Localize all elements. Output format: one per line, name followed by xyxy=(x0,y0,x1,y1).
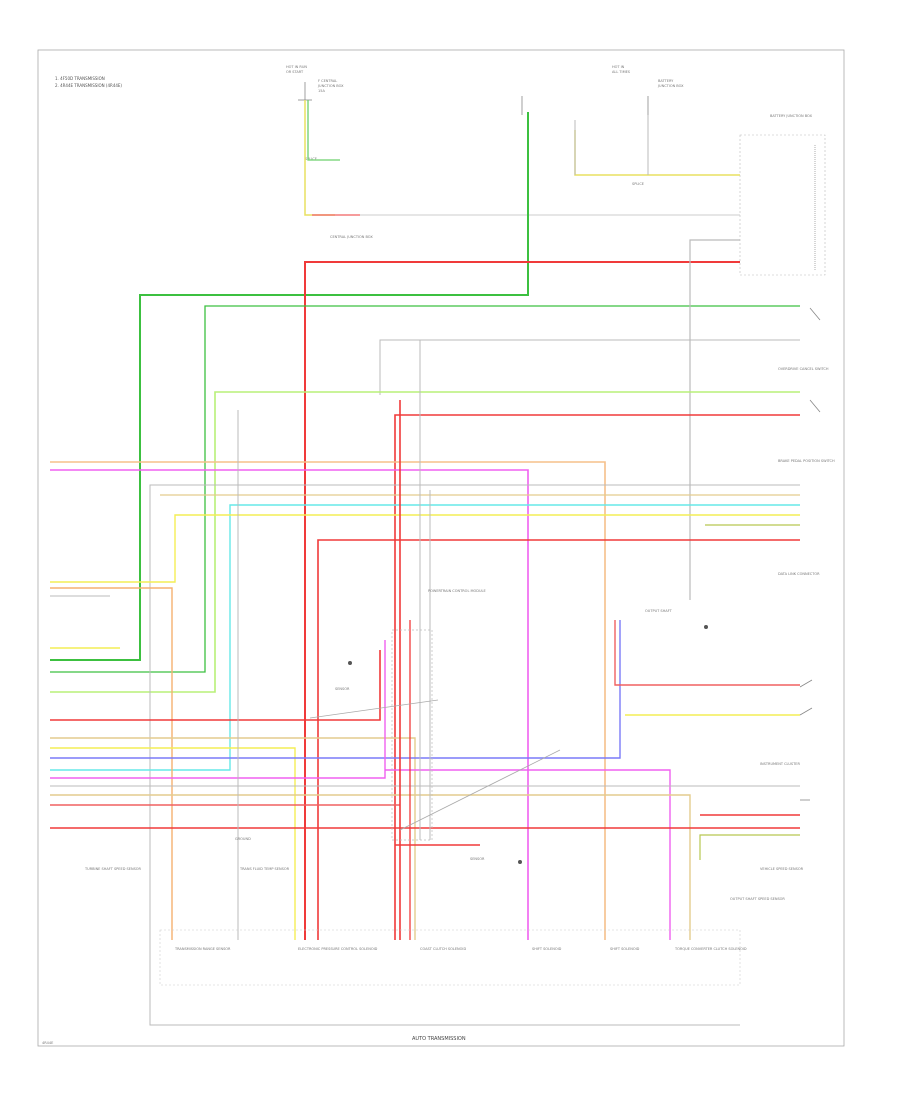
svg-text:VEHICLE SPEED SENSOR: VEHICLE SPEED SENSOR xyxy=(760,867,804,871)
diagram-frame xyxy=(37,49,845,1047)
wire-gray-pcm xyxy=(379,339,800,395)
pcm-label: POWERTRAIN CONTROL MODULE xyxy=(428,589,486,593)
svg-text:JUNCTION BOX: JUNCTION BOX xyxy=(317,84,344,88)
wire-red-2 xyxy=(394,414,800,940)
svg-text:ALL TIMES: ALL TIMES xyxy=(612,70,631,74)
wire-yellow-top-right xyxy=(574,130,740,176)
svg-text:TORQUE CONVERTER CLUTCH SOLENO: TORQUE CONVERTER CLUTCH SOLENOID xyxy=(674,947,747,951)
wire-lightgreen xyxy=(50,391,800,693)
wire-blue-left xyxy=(50,620,621,759)
svg-text:HOT IN RUN: HOT IN RUN xyxy=(286,65,307,69)
wire-red-3 xyxy=(317,539,800,940)
fuse-block-all-times: HOT IN ALL TIMES BATTERY JUNCTION BOX xyxy=(521,65,684,115)
svg-text:OUTPUT SHAFT SPEED SENSOR: OUTPUT SHAFT SPEED SENSOR xyxy=(730,897,785,901)
svg-text:JUNCTION BOX: JUNCTION BOX xyxy=(657,84,684,88)
svg-text:DATA LINK CONNECTOR: DATA LINK CONNECTOR xyxy=(778,572,820,576)
svg-text:COAST CLUTCH SOLENOID: COAST CLUTCH SOLENOID xyxy=(420,947,466,951)
svg-text:15A: 15A xyxy=(318,89,325,93)
svg-text:OVERDRIVE CANCEL SWITCH: OVERDRIVE CANCEL SWITCH xyxy=(778,367,829,371)
svg-text:BRAKE PEDAL POSITION SWITCH: BRAKE PEDAL POSITION SWITCH xyxy=(778,459,835,463)
wire-green-main xyxy=(50,112,529,661)
svg-text:SENSOR: SENSOR xyxy=(470,857,485,861)
footer-page-ref: 4R44E xyxy=(42,1041,53,1045)
wire-cyan-1 xyxy=(50,504,800,771)
svg-text:GROUND: GROUND xyxy=(235,837,251,841)
right-connectors: OVERDRIVE CANCEL SWITCH BRAKE PEDAL POSI… xyxy=(760,307,835,871)
svg-text:TRANS FLUID TEMP SENSOR: TRANS FLUID TEMP SENSOR xyxy=(239,867,290,871)
wire-red-left xyxy=(50,650,381,721)
svg-text:BATTERY: BATTERY xyxy=(658,79,674,83)
svg-text:SHIFT SOLENOID: SHIFT SOLENOID xyxy=(610,947,640,951)
fuse-block-run-start: HOT IN RUN OR START F CENTRAL JUNCTION B… xyxy=(286,65,344,101)
wire-gray-multi-1 xyxy=(149,484,800,1026)
wire-gray-top-right xyxy=(574,115,649,175)
svg-text:TURBINE SHAFT SPEED SENSOR: TURBINE SHAFT SPEED SENSOR xyxy=(84,867,142,871)
wire-red-main xyxy=(304,261,740,940)
svg-text:TRANSMISSION RANGE SENSOR: TRANSMISSION RANGE SENSOR xyxy=(174,947,231,951)
pcm-connector xyxy=(391,629,433,841)
wire-gray-jbox xyxy=(689,239,740,600)
svg-text:F CENTRAL: F CENTRAL xyxy=(318,79,337,83)
wire-yellow-1 xyxy=(50,514,800,583)
svg-text:OUTPUT SHAFT: OUTPUT SHAFT xyxy=(645,609,673,613)
svg-text:HOT IN: HOT IN xyxy=(612,65,625,69)
bottom-components: TRANSMISSION RANGE SENSOR ELECTRONIC PRE… xyxy=(84,837,785,986)
svg-text:SENSOR: SENSOR xyxy=(335,687,350,691)
sensor-center: SENSOR SENSOR OUTPUT SHAFT xyxy=(335,609,708,864)
central-jbox-label: CENTRAL JUNCTION BOX xyxy=(330,235,373,239)
wire-tan-left-2 xyxy=(50,794,691,940)
legend-line-2: 2. 4R44E TRANSMISSION (4R44E) xyxy=(55,83,122,88)
wire-olive-right xyxy=(699,834,800,860)
wire-tan-left xyxy=(50,737,416,940)
wire-yellow-left-3 xyxy=(50,747,296,940)
legend-line-1: 1. 4F50D TRANSMISSION xyxy=(55,76,105,81)
splice-right-label: SPLICE xyxy=(632,182,644,186)
battery-jbox-label: BATTERY JUNCTION BOX xyxy=(770,114,813,118)
wire-gray-ground xyxy=(309,699,439,719)
wire-magenta-left xyxy=(50,640,671,940)
wire-orange-left xyxy=(50,587,173,940)
wire-green-top-left xyxy=(307,100,340,161)
splice-left-label: SPLICE xyxy=(305,157,317,161)
svg-text:SHIFT SOLENOID: SHIFT SOLENOID xyxy=(532,947,562,951)
svg-text:ELECTRONIC PRESSURE CONTROL SO: ELECTRONIC PRESSURE CONTROL SOLENOID xyxy=(298,947,378,951)
wire-gray-diag xyxy=(399,749,561,831)
svg-text:OR START: OR START xyxy=(286,70,304,74)
footer-auto-trans: AUTO TRANSMISSION xyxy=(412,1036,466,1042)
wire-magenta-1 xyxy=(50,469,529,940)
battery-jbox-connector xyxy=(739,134,826,276)
wire-red-right-1 xyxy=(614,620,800,686)
svg-text:INSTRUMENT CLUSTER: INSTRUMENT CLUSTER xyxy=(760,762,800,766)
wire-gray-center xyxy=(419,340,431,840)
wire-green-2 xyxy=(50,305,800,673)
wire-tan-1 xyxy=(50,461,606,940)
